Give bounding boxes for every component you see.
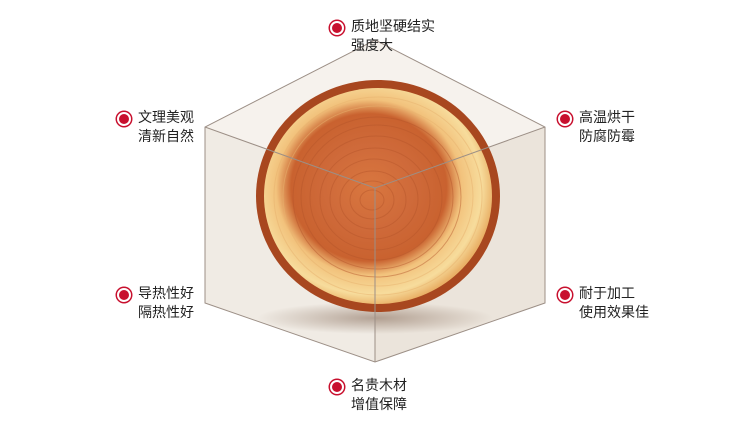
feature-line: 清新自然: [138, 129, 194, 145]
feature-processing: 耐于加工 使用效果佳: [558, 285, 649, 323]
feature-thermal: 导热性好 隔热性好: [117, 285, 194, 323]
growth-rings: [292, 116, 462, 278]
feature-line: 耐于加工: [579, 286, 635, 302]
feature-drying: 高温烘干 防腐防霉: [558, 109, 635, 147]
log-cross-section: [264, 88, 492, 304]
bullet-icon: [117, 288, 131, 302]
feature-line: 质地坚硬结实: [351, 19, 435, 35]
feature-line: 名贵木材: [351, 378, 407, 394]
bullet-icon: [558, 112, 572, 126]
feature-line: 高温烘干: [579, 110, 635, 126]
feature-line: 文理美观: [138, 110, 194, 126]
feature-grain: 文理美观 清新自然: [117, 109, 194, 147]
feature-line: 导热性好: [138, 286, 194, 302]
feature-line: 使用效果佳: [579, 305, 649, 321]
bullet-icon: [558, 288, 572, 302]
cube-edges: [204, 39, 546, 363]
feature-line: 强度大: [351, 38, 393, 54]
feature-line: 隔热性好: [138, 305, 194, 321]
feature-line: 增值保障: [351, 397, 407, 413]
bullet-icon: [117, 112, 131, 126]
feature-line: 防腐防霉: [579, 129, 635, 145]
bullet-icon: [330, 380, 344, 394]
bullet-icon: [330, 21, 344, 35]
feature-precious: 名贵木材 增值保障: [330, 377, 407, 415]
feature-hardness: 质地坚硬结实 强度大: [330, 18, 435, 56]
